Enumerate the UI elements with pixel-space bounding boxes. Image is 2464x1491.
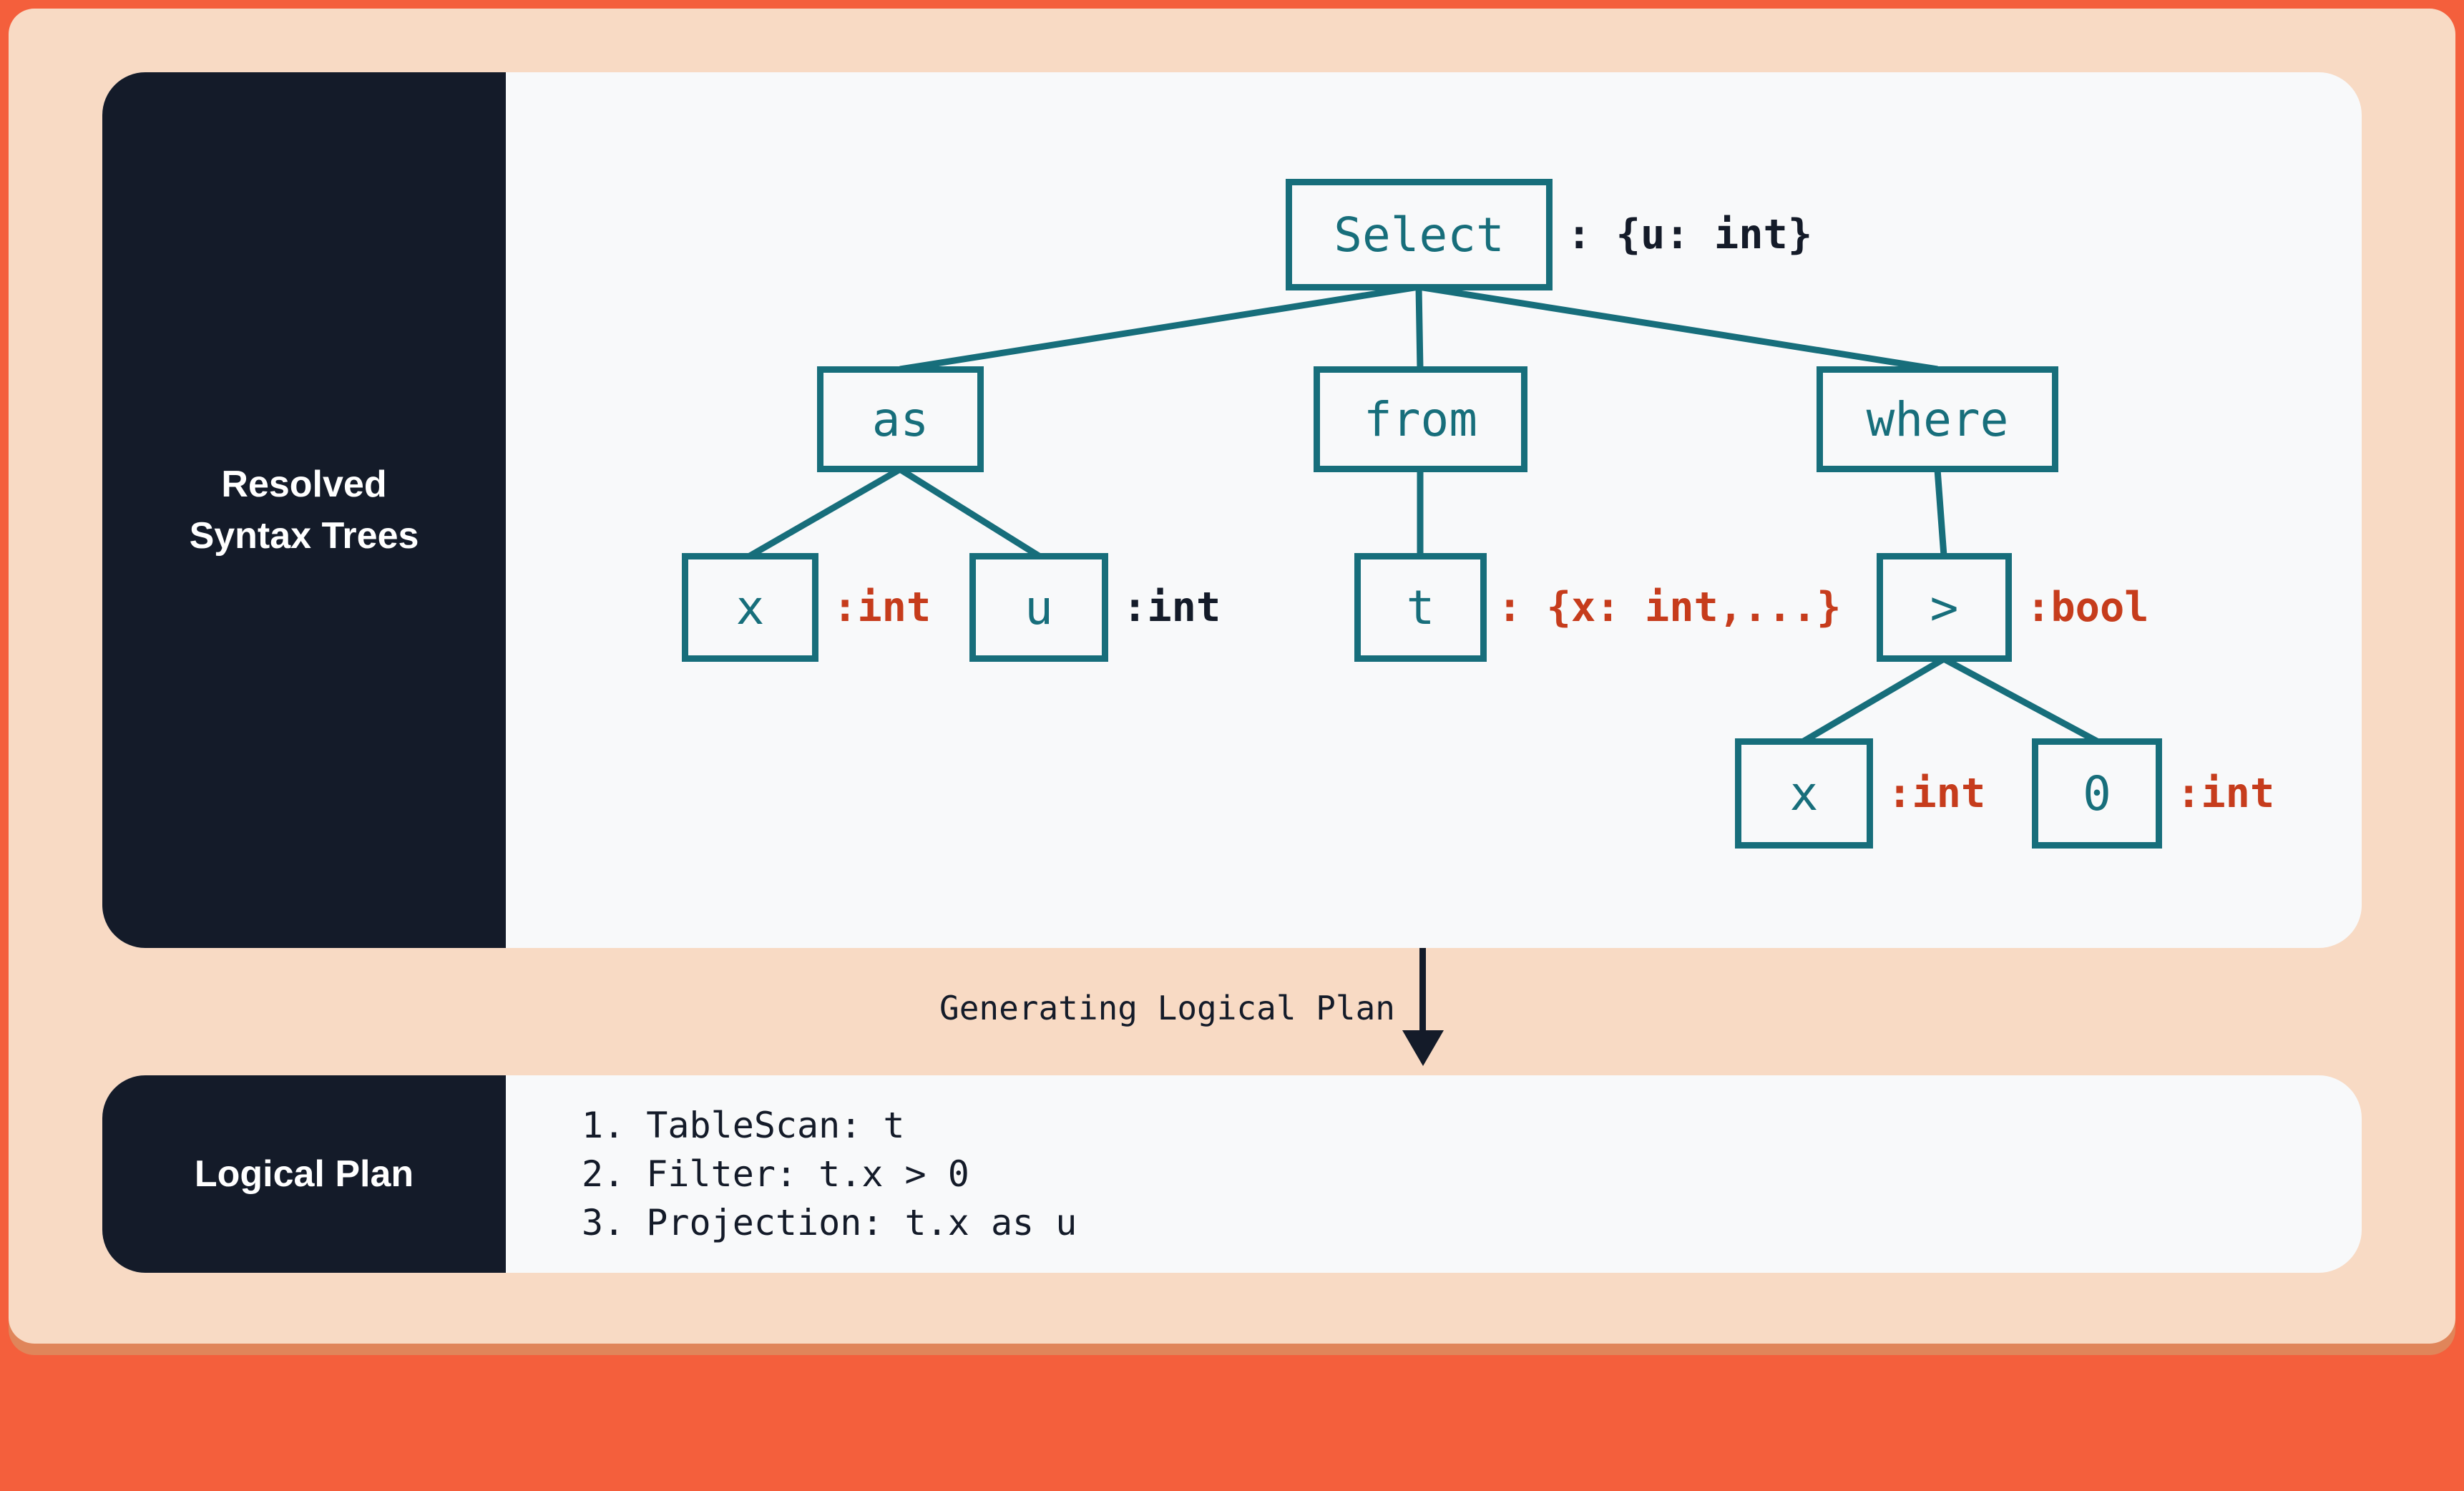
logical-plan-sidebar: Logical Plan [102, 1075, 506, 1273]
logical-plan-steps: 1. TableScan: t 2. Filter: t.x > 0 3. Pr… [506, 1075, 2362, 1273]
type-annotation-t: : {x: int,...} [1497, 584, 1842, 631]
down-arrow-head-icon [1402, 1030, 1444, 1066]
type-annotation-x-where: :int [1887, 770, 1986, 817]
type-annotation-u: :int [1123, 584, 1221, 631]
tree-node-select: Select [1286, 179, 1553, 290]
tree-edges [748, 283, 2099, 744]
tree-node-from: from [1314, 366, 1527, 472]
transition-label: Generating Logical Plan [939, 989, 1395, 1027]
main-card: Select : {u: int} as from where x :int u… [9, 9, 2455, 1344]
resolved-syntax-trees-sidebar: Resolved Syntax Trees [102, 72, 506, 948]
footer-bar: Compilation Produces an Executable Plan … [0, 1344, 2464, 1491]
logical-plan-step-3: 3. Projection: t.x as u [582, 1202, 1077, 1243]
down-arrow-line [1419, 948, 1426, 1032]
resolved-syntax-trees-title: Resolved Syntax Trees [190, 459, 419, 562]
logical-plan-title: Logical Plan [194, 1153, 414, 1195]
tree-node-gt: > [1877, 553, 2012, 662]
tree-node-zero: 0 [2032, 738, 2162, 849]
type-annotation-gt: :bool [2026, 584, 2149, 631]
tree-node-where: where [1817, 366, 2058, 472]
type-annotation-select: : {u: int} [1567, 211, 1813, 258]
tree-node-u: u [969, 553, 1108, 662]
sidebar-title-line2: Syntax Trees [189, 515, 419, 557]
type-annotation-x-as: :int [833, 584, 932, 631]
resolved-syntax-trees-panel: Select : {u: int} as from where x :int u… [102, 72, 2362, 948]
tree-node-t: t [1354, 553, 1487, 662]
logical-plan-step-2: 2. Filter: t.x > 0 [582, 1153, 969, 1195]
tree-node-x-where: x [1735, 738, 1873, 849]
logical-plan-step-1: 1. TableScan: t [582, 1105, 905, 1146]
tree-node-as: as [817, 366, 984, 472]
tree-node-x-as: x [682, 553, 818, 662]
logical-plan-panel: 1. TableScan: t 2. Filter: t.x > 0 3. Pr… [102, 1075, 2362, 1273]
type-annotation-zero: :int [2176, 770, 2275, 817]
sidebar-title-line1: Resolved [221, 464, 387, 505]
